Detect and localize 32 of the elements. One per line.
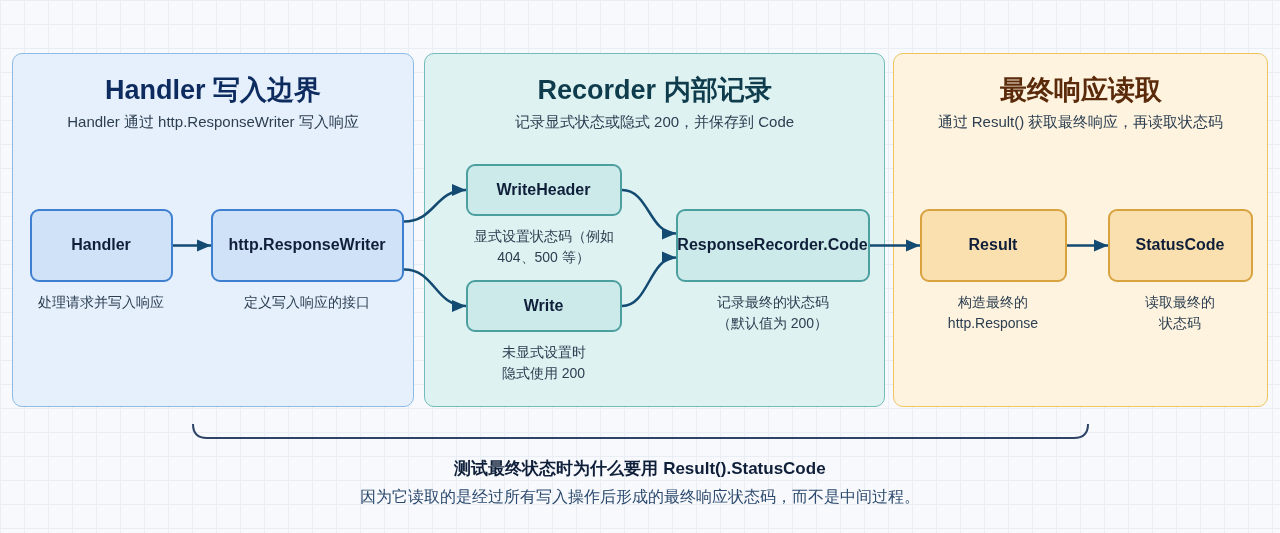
panel-subtitle: 记录显式状态或隐式 200，并保存到 Code xyxy=(513,113,796,132)
arrow xyxy=(621,253,677,308)
arrow xyxy=(870,239,920,252)
arrow xyxy=(403,185,467,223)
panel-subtitle: Handler 通过 http.ResponseWriter 写入响应 xyxy=(66,113,360,132)
process-box: Handler xyxy=(29,208,173,282)
process-box: WriteHeader xyxy=(465,163,622,216)
section-panel xyxy=(893,53,1268,407)
summary-heading: 测试最终状态时为什么要用 Result().StatusCode xyxy=(454,459,826,478)
arrow xyxy=(173,239,211,252)
section-panel xyxy=(424,53,885,407)
process-box: Result xyxy=(919,208,1067,282)
section-panel xyxy=(12,53,414,407)
arrow xyxy=(621,188,677,238)
panel-title: Recorder 内部记录 xyxy=(536,74,773,107)
caption-text: 构造最终的 http.Response xyxy=(946,292,1040,333)
panel-title: Handler 写入边界 xyxy=(104,74,322,107)
caption-text: 定义写入响应的接口 xyxy=(243,292,371,312)
process-box: StatusCode xyxy=(1107,208,1253,282)
caption-text: 处理请求并写入响应 xyxy=(37,292,165,312)
panel-subtitle: 通过 Result() 获取最终响应，再读取状态码 xyxy=(936,113,1225,132)
caption-text: 读取最终的状态码 xyxy=(1144,292,1216,333)
arrow xyxy=(403,268,467,311)
arrow xyxy=(1067,239,1108,252)
process-box: Write xyxy=(465,279,622,332)
summary-text: 因为它读取的是经过所有写入操作后形成的最终响应状态码，而不是中间过程。 xyxy=(360,488,920,505)
caption-text: 显式设置状态码（例如 404、500 等） xyxy=(472,226,615,267)
process-box: http.ResponseWriter xyxy=(210,208,404,282)
panel-title: 最终响应读取 xyxy=(998,74,1163,107)
process-box: ResponseRecorder.Code xyxy=(675,208,870,282)
caption-text: 记录最终的状态码（默认值为 200） xyxy=(715,292,830,333)
caption-text: 未显式设置时隐式使用 200 xyxy=(500,342,587,383)
